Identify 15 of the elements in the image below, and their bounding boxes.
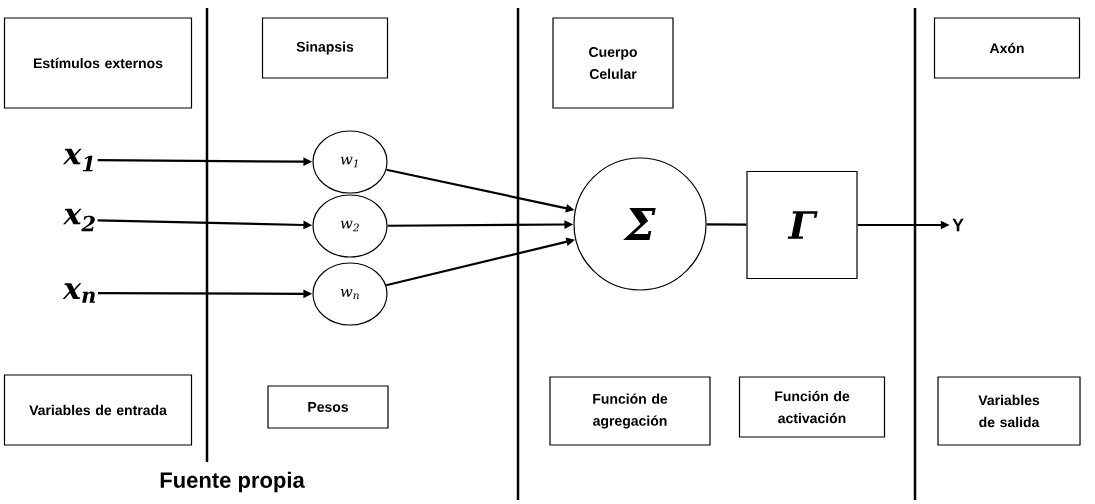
label-box: Axón: [933, 17, 1081, 79]
input-variable: x$_{1}$: [62, 148, 93, 172]
caption: Fuente propia: [160, 471, 305, 493]
label-box: Variables de entrada: [3, 374, 193, 446]
label-box: Estímulos externos: [3, 17, 193, 109]
label-box: Variables de salida: [937, 376, 1081, 446]
label-box: Pesos: [267, 385, 389, 429]
label-box: Función de agregación: [549, 376, 711, 446]
input-variable: x$_{2}$: [62, 208, 95, 232]
label-box: Función de activación: [738, 376, 886, 438]
label-box: Cuerpo Celular: [552, 17, 674, 109]
output-label: Y: [952, 218, 964, 232]
input-variable: x$_{n}$: [62, 283, 95, 303]
activation-box: Γ: [746, 170, 858, 280]
label-box: Sinapsis: [261, 17, 389, 79]
